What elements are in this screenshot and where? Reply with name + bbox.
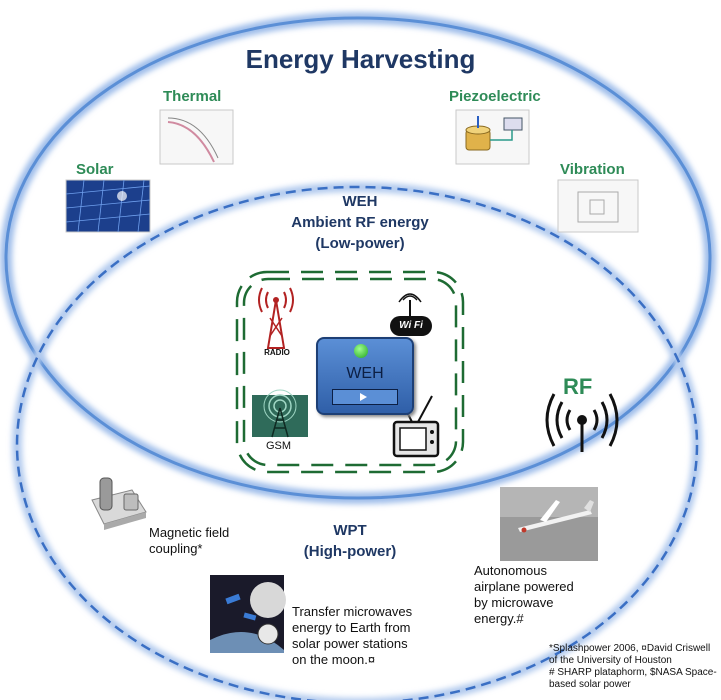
moon-station-image bbox=[210, 575, 286, 653]
wifi-label: Wi Fi bbox=[399, 320, 423, 331]
magnetic-caption-line: Magnetic field bbox=[149, 525, 230, 540]
solar-image bbox=[65, 179, 151, 233]
play-icon bbox=[360, 393, 367, 401]
weh-power-level: (Low-power) bbox=[315, 235, 405, 252]
footnote-line: of the University of Houston bbox=[549, 655, 672, 666]
weh-label: WEH Ambient RF energy (Low-power) bbox=[250, 191, 470, 254]
radio-tower-icon bbox=[258, 287, 294, 349]
wpt-power-level: (High-power) bbox=[303, 543, 397, 560]
moon-caption: Transfer microwaves energy to Earth from… bbox=[292, 604, 412, 668]
radio-label: RADIO bbox=[264, 348, 290, 357]
moon-caption-line: Transfer microwaves bbox=[292, 604, 413, 619]
solar-label: Solar bbox=[76, 161, 114, 178]
magnetic-charger-image bbox=[91, 477, 147, 530]
piezoelectric-label: Piezoelectric bbox=[449, 88, 541, 105]
weh-device: WEH bbox=[316, 337, 414, 415]
wpt-label: WPT (High-power) bbox=[270, 520, 430, 562]
airplane-caption-line: airplane powered bbox=[474, 579, 574, 594]
rf-broadcast-icon bbox=[545, 393, 619, 452]
wireless-energy-ring bbox=[12, 182, 702, 700]
gsm-tower-icon bbox=[252, 389, 308, 438]
airplane-caption-line: by microwave bbox=[474, 595, 554, 610]
footnote-line: # SHARP plataphorm, $NASA Space- bbox=[549, 667, 717, 678]
diagram-title: Energy Harvesting bbox=[245, 44, 476, 74]
weh-device-screen bbox=[332, 389, 398, 405]
thermal-label: Thermal bbox=[163, 88, 222, 105]
footnote: *Splashpower 2006, ¤David Criswell of th… bbox=[549, 643, 717, 691]
thermal-image bbox=[159, 109, 234, 165]
wpt-title: WPT bbox=[333, 522, 367, 539]
tv-icon bbox=[392, 395, 440, 458]
energy-harvesting-ring bbox=[0, 12, 716, 504]
piezoelectric-image bbox=[455, 109, 530, 165]
gsm-label: GSM bbox=[266, 440, 292, 452]
wifi-icon bbox=[390, 293, 432, 336]
moon-caption-line: on the moon.¤ bbox=[292, 652, 376, 667]
weh-subtitle: Ambient RF energy bbox=[291, 214, 429, 231]
rf-label: RF bbox=[563, 374, 593, 399]
moon-caption-line: energy to Earth from bbox=[292, 620, 411, 635]
airplane-image bbox=[500, 487, 598, 561]
weh-device-label: WEH bbox=[346, 365, 384, 382]
status-led-icon bbox=[354, 344, 368, 358]
magnetic-coupling-caption: Magnetic field coupling* bbox=[149, 525, 229, 557]
footnote-line: based solar power bbox=[549, 679, 631, 690]
moon-caption-line: solar power stations bbox=[292, 636, 408, 651]
airplane-caption-line: energy.# bbox=[474, 611, 524, 626]
weh-green-box bbox=[235, 270, 465, 474]
weh-title: WEH bbox=[342, 193, 378, 210]
magnetic-caption-line: coupling* bbox=[149, 541, 203, 556]
airplane-caption: Autonomous airplane powered by microwave… bbox=[474, 563, 574, 627]
vibration-label: Vibration bbox=[560, 161, 625, 178]
footnote-line: *Splashpower 2006, ¤David Criswell bbox=[549, 643, 711, 654]
vibration-image bbox=[557, 179, 639, 233]
airplane-caption-line: Autonomous bbox=[474, 563, 547, 578]
